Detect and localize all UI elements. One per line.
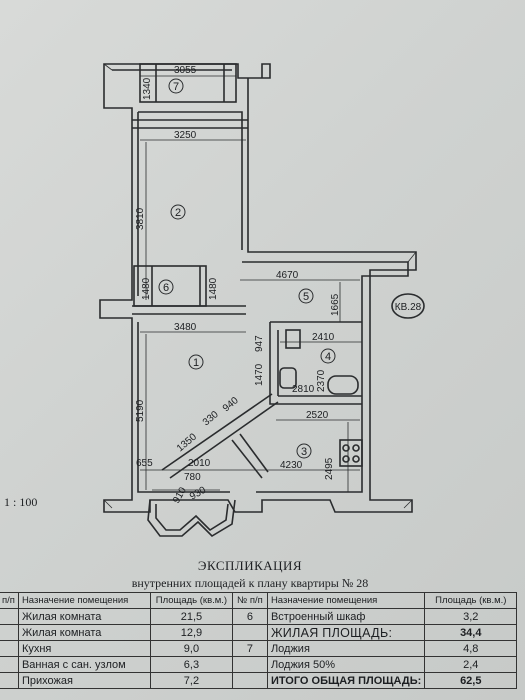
cell-area1: 6,3 <box>149 656 233 673</box>
wall-inner-outline <box>112 69 409 493</box>
col-header-name1: Назначение помещения <box>17 592 151 609</box>
dim-940: 940 <box>221 395 241 414</box>
cell-name1: Жилая комната <box>17 608 151 625</box>
table-row: Жилая комната 12,9 ЖИЛАЯ ПЛОЩАДЬ: 34,4 <box>0 624 518 641</box>
cell-area1: 12,9 <box>149 624 233 641</box>
cell-area1: 9,0 <box>149 640 233 657</box>
dim-2010: 2010 <box>188 458 211 469</box>
table-row: Ванная с сан. узлом 6,3 Лоджия 50% 2,4 <box>0 656 518 673</box>
cell-name2-living-area: ЖИЛАЯ ПЛОЩАДЬ: <box>266 624 426 641</box>
cell-name2-total-area: ИТОГО ОБЩАЯ ПЛОЩАДЬ: <box>266 672 426 689</box>
stove <box>339 439 363 467</box>
table-row: Прихожая 7,2 ИТОГО ОБЩАЯ ПЛОЩАДЬ: 62,5 <box>0 672 518 689</box>
explication-table: п/п Назначение помещения Площадь (кв.м.)… <box>0 592 518 689</box>
cell-num1 <box>0 624 19 641</box>
dim-1340: 1340 <box>142 77 153 100</box>
col-header-area1: Площадь (кв.м.) <box>149 592 233 609</box>
cell-area2: 4,8 <box>424 640 518 657</box>
cell-area1: 7,2 <box>149 672 233 689</box>
col-header-num2: № п/п <box>231 592 268 609</box>
cell-num2: 6 <box>231 608 268 625</box>
room-7-label: 7 <box>173 81 179 93</box>
table-row: Кухня 9,0 7 Лоджия 4,8 <box>0 640 518 657</box>
cell-num2 <box>231 624 268 641</box>
explication-title: ЭКСПЛИКАЦИЯ <box>197 558 303 573</box>
bathroom-walls <box>269 321 362 405</box>
room-4-label: 4 <box>325 351 331 363</box>
cell-area1: 21,5 <box>149 608 233 625</box>
col-header-area2: Площадь (кв.м.) <box>424 592 518 609</box>
cell-num2 <box>231 672 268 689</box>
cell-area2: 3,2 <box>424 608 518 625</box>
dim-3480: 3480 <box>174 322 197 333</box>
dim-1480b: 1480 <box>208 277 219 300</box>
floor-plan: 3055 1340 3250 3810 1480 1480 4670 1665 … <box>99 63 425 538</box>
room-2-label: 2 <box>175 207 181 219</box>
dim-655: 655 <box>136 458 153 469</box>
dim-330: 330 <box>201 409 221 428</box>
cell-name1: Кухня <box>17 640 151 657</box>
cell-num2: 7 <box>231 640 268 657</box>
cell-area2-total-area: 62,5 <box>424 672 518 689</box>
cell-num1 <box>0 656 19 673</box>
dim-947: 947 <box>254 335 265 352</box>
cell-num2 <box>231 656 268 673</box>
bay-window <box>147 499 236 538</box>
wall-outline <box>99 63 417 513</box>
table-header-row: п/п Назначение помещения Площадь (кв.м.)… <box>0 592 518 609</box>
cell-area2-living-area: 34,4 <box>424 624 518 641</box>
dim-4230: 4230 <box>280 460 303 471</box>
scale-label: 1 : 100 <box>4 495 38 509</box>
cell-name2: Лоджия 50% <box>266 656 426 673</box>
cell-num1 <box>0 672 19 689</box>
cell-name2: Лоджия <box>266 640 426 657</box>
cell-area2: 2,4 <box>424 656 518 673</box>
dim-3055: 3055 <box>174 65 197 76</box>
dim-5190: 5190 <box>135 399 146 422</box>
table-row: Жилая комната 21,5 6 Встроенный шкаф 3,2 <box>0 608 518 625</box>
cell-name1: Прихожая <box>17 672 151 689</box>
cell-name1: Жилая комната <box>17 624 151 641</box>
explication-subtitle: внутренних площадей к плану квартиры № 2… <box>131 576 369 590</box>
dim-1665: 1665 <box>330 293 341 316</box>
col-header-name2: Назначение помещения <box>266 592 426 609</box>
explication-title-block: ЭКСПЛИКАЦИЯ внутренних площадей к плану … <box>0 558 500 591</box>
cell-num1 <box>0 640 19 657</box>
dim-2370: 2370 <box>316 369 327 392</box>
dim-2520: 2520 <box>306 410 329 421</box>
room-6-label: 6 <box>163 282 169 294</box>
col-header-num1: п/п <box>0 592 19 609</box>
dim-3810: 3810 <box>135 207 146 230</box>
cell-num1 <box>0 608 19 625</box>
room-5-label: 5 <box>303 291 309 303</box>
dim-1480a: 1480 <box>141 277 152 300</box>
dim-3250: 3250 <box>174 130 197 141</box>
dim-910: 910 <box>171 485 189 505</box>
cell-name2: Встроенный шкаф <box>266 608 426 625</box>
dim-1470: 1470 <box>254 363 265 386</box>
cell-name1: Ванная с сан. узлом <box>17 656 151 673</box>
dim-1350: 1350 <box>175 431 199 454</box>
apartment-tag: КВ.28 <box>395 302 422 313</box>
dim-2810: 2810 <box>292 384 315 395</box>
dim-2495: 2495 <box>324 457 335 480</box>
room-1-label: 1 <box>193 357 199 369</box>
dim-780: 780 <box>184 472 201 483</box>
room-3-label: 3 <box>301 446 307 458</box>
dim-2410: 2410 <box>312 332 335 343</box>
dim-4670: 4670 <box>276 270 299 281</box>
loggia-frame <box>139 63 237 103</box>
